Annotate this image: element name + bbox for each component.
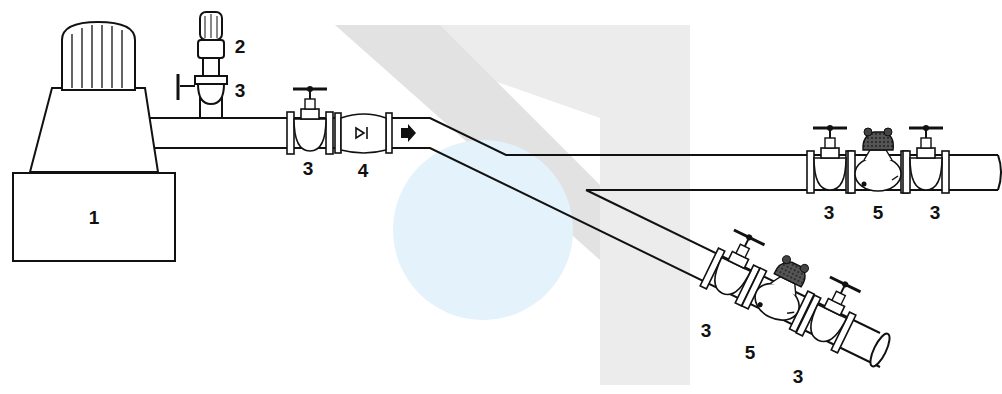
callout-number: 5: [745, 343, 756, 362]
callout-number: 4: [358, 161, 369, 180]
callout-number: 2: [235, 37, 246, 56]
callout-number: 3: [235, 81, 246, 100]
pump-base: 1: [12, 172, 176, 262]
callout-number: 5: [873, 203, 884, 222]
callout-number: 3: [930, 203, 941, 222]
callout-number: 3: [303, 159, 314, 178]
callout-number: 3: [824, 203, 835, 222]
callout-number: 3: [701, 321, 712, 340]
callout-number: 1: [89, 208, 100, 227]
callout-number: 3: [793, 367, 804, 386]
